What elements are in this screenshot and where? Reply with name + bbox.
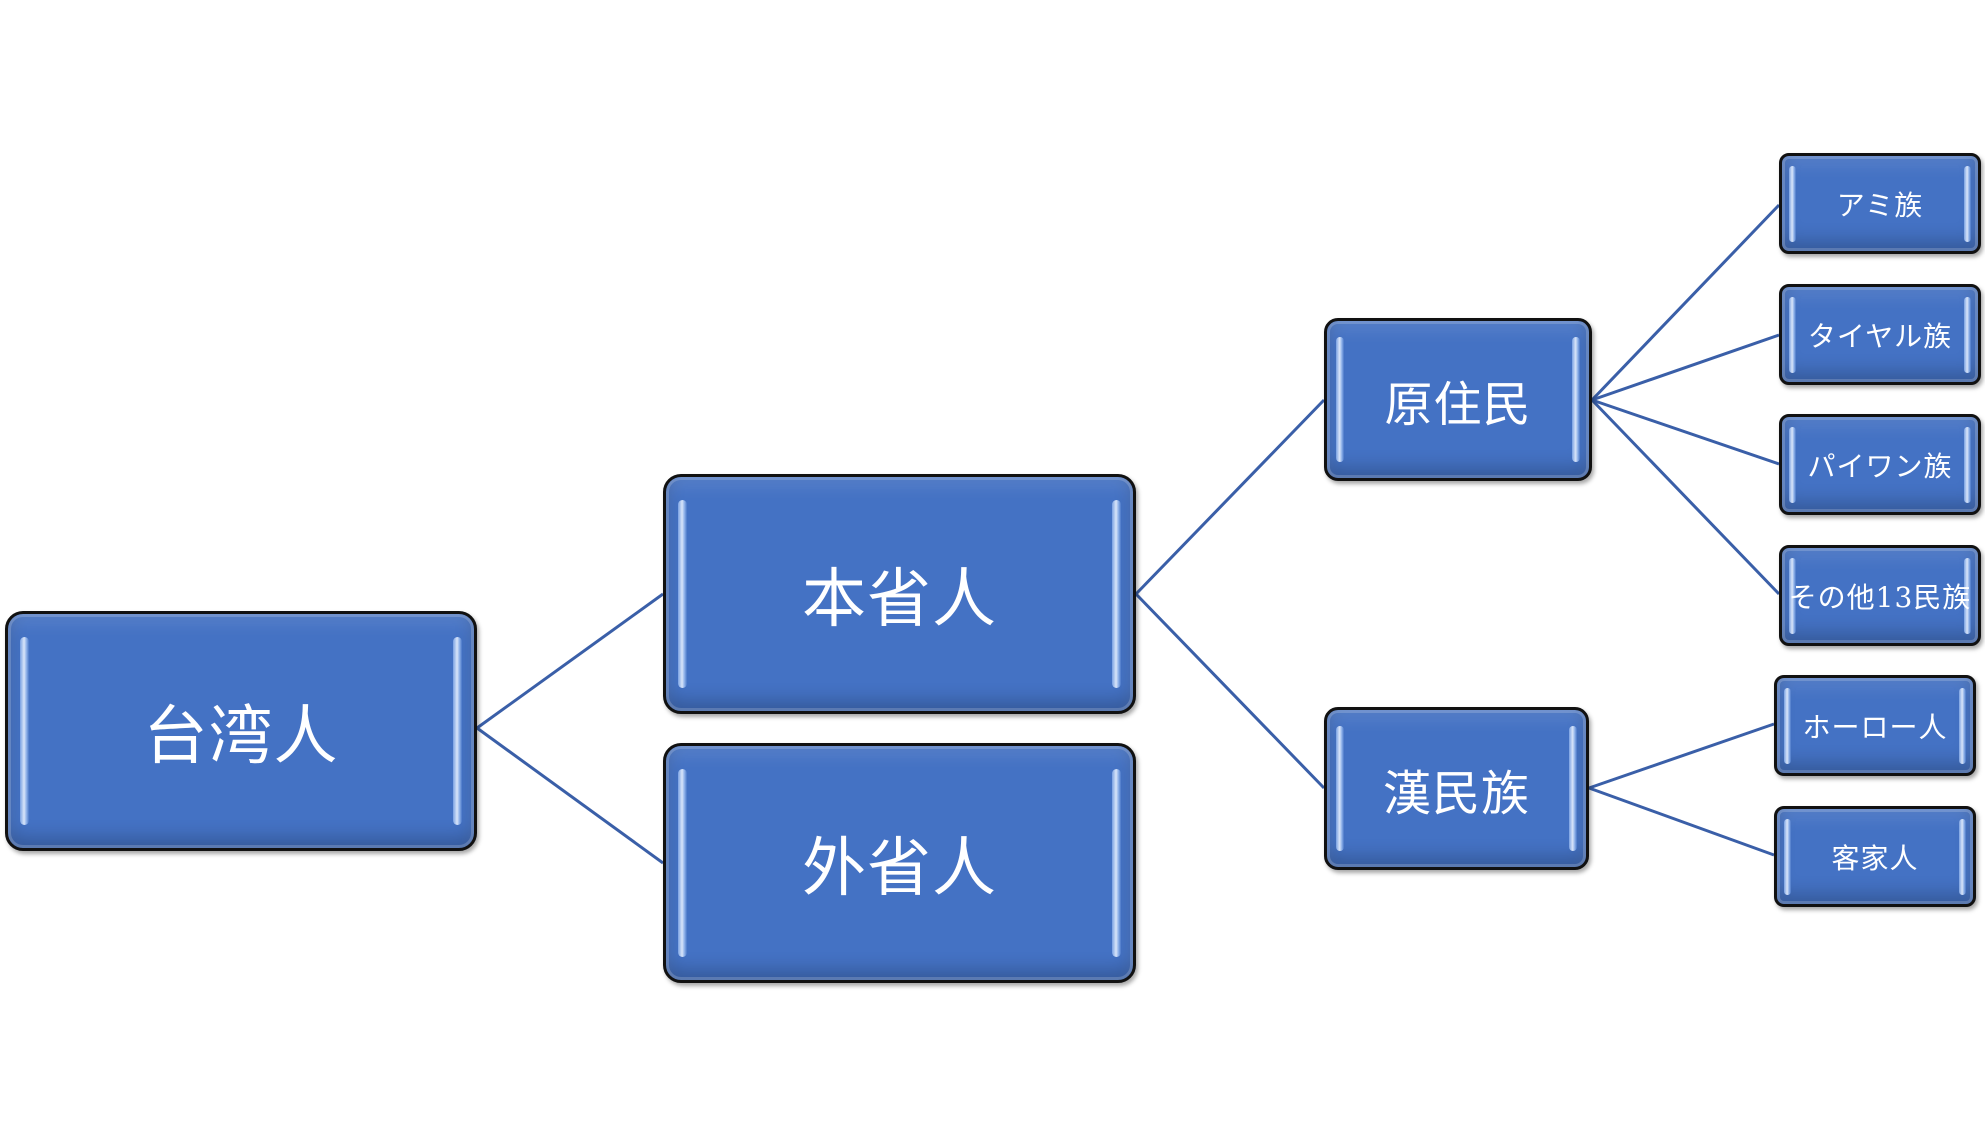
node-gaishojin: 外省人	[663, 743, 1136, 983]
node-other-13: その他13民族	[1779, 545, 1981, 646]
node-taiwanese-label: 台湾人	[143, 700, 339, 774]
node-hoklo: ホーロー人	[1774, 675, 1976, 776]
node-indigenous: 原住民	[1324, 318, 1592, 481]
connector-indigenous-ami	[1590, 203, 1781, 402]
node-honshojin: 本省人	[663, 474, 1136, 714]
connector-root-honsho	[476, 592, 664, 730]
node-hakka: 客家人	[1774, 806, 1976, 907]
connector-indigenous-atayal	[1591, 333, 1780, 402]
node-han-label: 漢民族	[1382, 765, 1530, 822]
node-hoklo-label: ホーロー人	[1802, 710, 1948, 744]
node-gaishojin-label: 外省人	[802, 832, 997, 906]
node-honshojin-label: 本省人	[802, 563, 997, 637]
connector-indigenous-paiwan	[1591, 398, 1780, 466]
node-atayal-label: タイヤル族	[1807, 319, 1953, 353]
node-hakka-label: 客家人	[1831, 841, 1919, 875]
connector-honsho-indigenous	[1134, 398, 1326, 596]
connector-han-hoklo	[1588, 722, 1775, 790]
node-han: 漢民族	[1324, 707, 1589, 870]
connector-han-hakka	[1588, 786, 1775, 857]
node-other-13-label: その他13民族	[1788, 580, 1972, 614]
node-ami: アミ族	[1779, 153, 1981, 254]
connector-root-gaisho	[476, 726, 664, 865]
connector-indigenous-others	[1590, 398, 1781, 596]
node-ami-label: アミ族	[1836, 188, 1924, 222]
node-paiwan: パイワン族	[1779, 414, 1981, 515]
node-indigenous-label: 原住民	[1384, 376, 1532, 433]
node-taiwanese: 台湾人	[5, 611, 477, 851]
node-paiwan-label: パイワン族	[1807, 449, 1953, 483]
node-atayal: タイヤル族	[1779, 284, 1981, 385]
connector-honsho-han	[1134, 592, 1326, 790]
